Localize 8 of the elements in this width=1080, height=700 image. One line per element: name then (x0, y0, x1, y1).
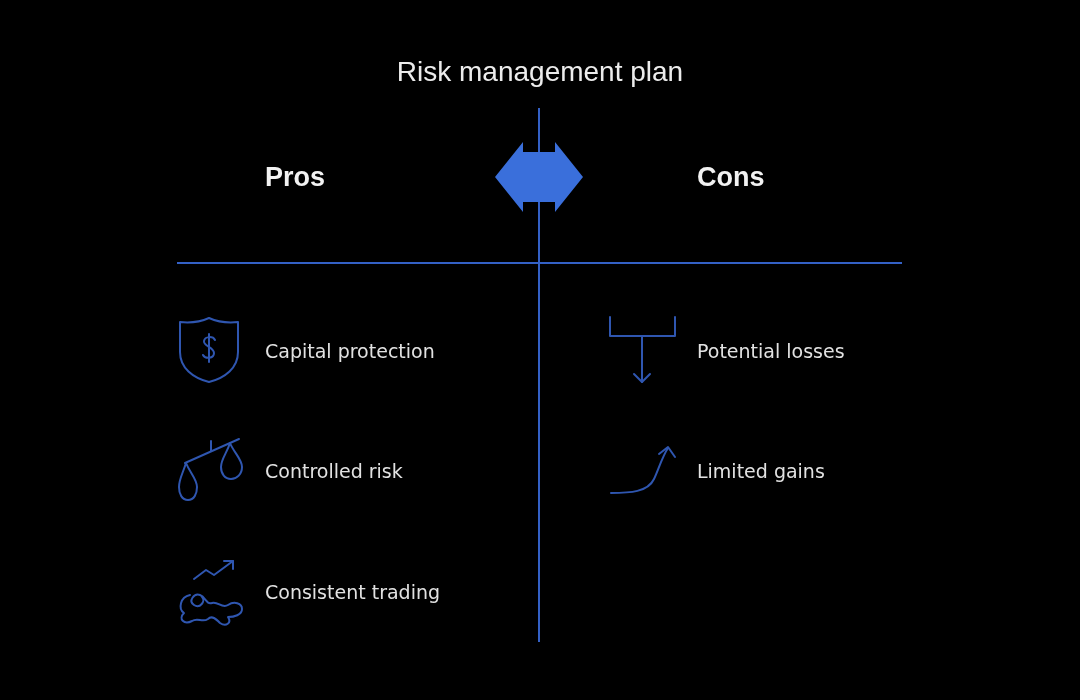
column-heading: Pros (265, 160, 326, 194)
item-label: Limited gains (697, 459, 825, 483)
item-label: Controlled risk (265, 459, 403, 483)
item-label: Potential losses (697, 339, 845, 363)
title: Risk management plan (396, 55, 684, 89)
column-heading: Cons (697, 160, 765, 194)
item-label: Capital protection (265, 339, 435, 363)
item-label: Consistent trading (265, 580, 441, 604)
